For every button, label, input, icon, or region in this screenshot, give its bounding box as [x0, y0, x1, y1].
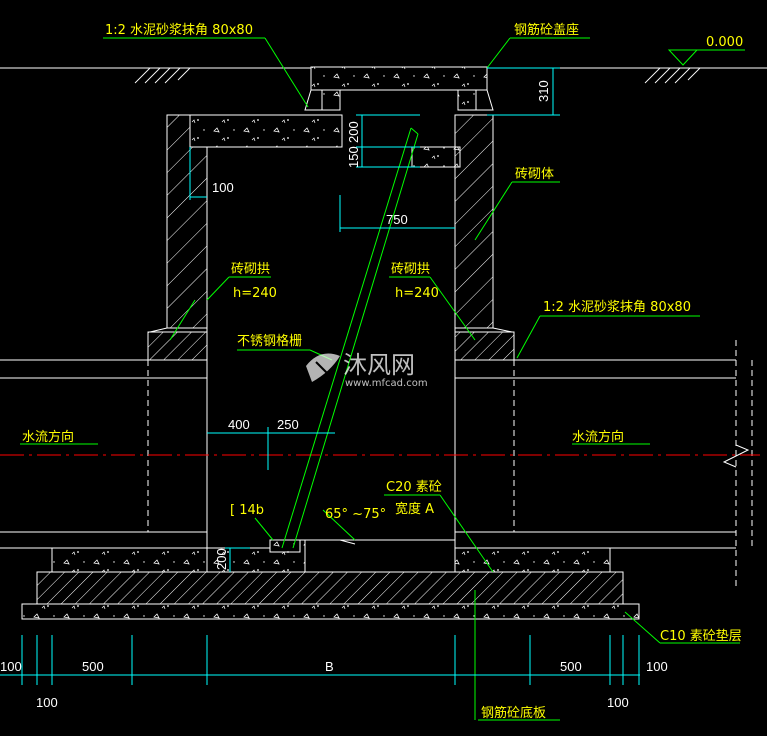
label-cover-seat: 钢筋砼盖座 [514, 22, 579, 38]
dim-base-left-100a: 100 [0, 659, 22, 674]
watermark: 沐风网 www.mfcad.com [306, 351, 428, 389]
dimension-lines [0, 67, 640, 685]
dim-base-b: B [325, 659, 334, 674]
dim-base-left-100b: 100 [36, 695, 58, 710]
label-flow-direction-left: 水流方向 [22, 429, 74, 445]
left-brick-wall [147, 114, 208, 361]
stainless-grate [281, 127, 419, 549]
label-grate: 不锈钢格栅 [237, 333, 302, 349]
label-mortar-fillet-right: 1:2 水泥砂浆抹角 80x80 [543, 300, 691, 315]
dim-400: 400 [228, 417, 250, 432]
rc-base-slab [36, 571, 624, 605]
label-flow-direction-right: 水流方向 [572, 429, 624, 445]
label-brick-body: 砖砌体 [515, 167, 554, 182]
elevation-marker [667, 49, 745, 66]
leader-lines [20, 37, 740, 721]
label-brick-arch-left: 砖砌拱 [231, 262, 270, 277]
watermark-logo-icon [306, 353, 340, 382]
top-slab [189, 114, 461, 168]
dim-250: 250 [277, 417, 299, 432]
watermark-brand: 沐风网 [343, 351, 415, 379]
annotations: 1:2 水泥砂浆抹角 80x80 钢筋砼盖座 0.000 砖砌体 砖砌拱 h=2… [22, 22, 743, 721]
watermark-url: www.mfcad.com [345, 378, 428, 389]
c10-bedding [21, 603, 640, 620]
dim-base-right-100a: 100 [607, 695, 629, 710]
dim-200-base: 200 [214, 548, 229, 570]
pipe-lines [0, 340, 753, 590]
label-concrete-c20: C20 素砼 [386, 480, 442, 495]
dim-100-wall: 100 [212, 180, 234, 195]
dim-310: 310 [536, 80, 551, 102]
label-elevation: 0.000 [706, 35, 743, 50]
label-channel-steel: [ 14b [230, 503, 264, 518]
dim-base-right-500: 500 [560, 659, 582, 674]
dim-base-left-500: 500 [82, 659, 104, 674]
dim-200: 200 [346, 121, 361, 143]
label-brick-arch-right: 砖砌拱 [391, 262, 430, 277]
channel-steel [269, 539, 356, 553]
dim-750: 750 [386, 212, 408, 227]
label-width-a: 宽度 A [395, 501, 434, 517]
label-grate-angle: 65° ~75° [325, 507, 386, 522]
label-c10-bedding: C10 素砼垫层 [660, 628, 742, 644]
label-brick-arch-left-h: h=240 [233, 286, 277, 301]
label-brick-arch-right-h: h=240 [395, 286, 439, 301]
dimension-values: 310 200 150 100 750 400 250 200 100 100 … [0, 80, 668, 710]
label-mortar-fillet-top: 1:2 水泥砂浆抹角 80x80 [105, 23, 253, 38]
dim-base-right-100b: 100 [646, 659, 668, 674]
dim-150: 150 [346, 146, 361, 168]
center-line [0, 444, 760, 468]
base-fill [51, 539, 611, 573]
cover-seat [304, 66, 494, 111]
right-brick-wall [454, 114, 515, 361]
label-rc-base-slab: 钢筋砼底板 [481, 705, 546, 721]
